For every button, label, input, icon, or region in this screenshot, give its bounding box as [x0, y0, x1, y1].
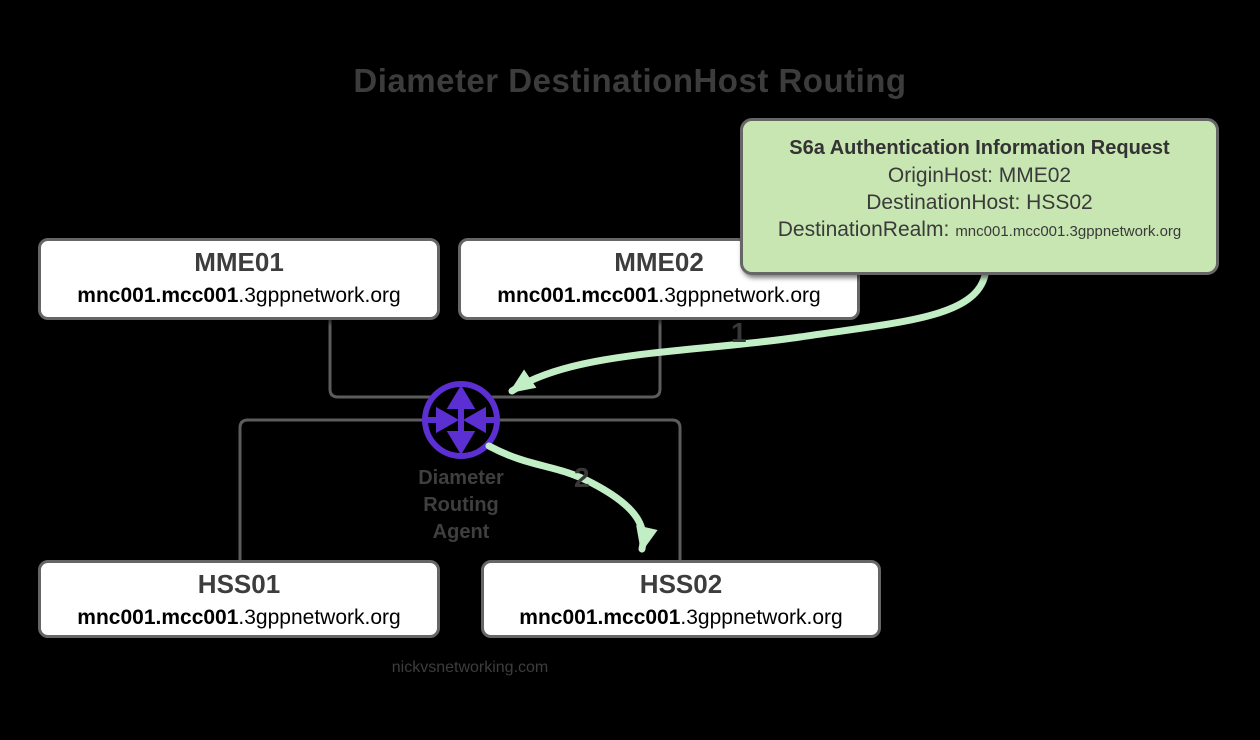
node-realm: mnc001.mcc001.3gppnetwork.org: [519, 606, 843, 629]
node-hss01: HSS01 mnc001.mcc001.3gppnetwork.org: [38, 560, 440, 638]
page-title: Diameter DestinationHost Routing: [353, 62, 907, 99]
router-arrow-left: [462, 406, 486, 434]
node-realm: mnc001.mcc001.3gppnetwork.org: [497, 284, 821, 307]
arrow-step1: [508, 271, 989, 395]
router-arrow-up: [446, 385, 476, 409]
node-hss02: HSS02 mnc001.mcc001.3gppnetwork.org: [481, 560, 881, 638]
callout-title: S6a Authentication Information Request: [789, 137, 1170, 159]
node-name: MME01: [194, 247, 284, 277]
footer-watermark: nickvsnetworking.com: [391, 659, 549, 676]
router-arrow-right: [436, 406, 460, 434]
arrow-step2: [485, 442, 658, 553]
node-name: HSS02: [639, 569, 723, 599]
arrow-1-label: 1: [731, 317, 747, 348]
arrow-2-label: 2: [574, 462, 590, 493]
node-realm: mnc001.mcc001.3gppnetwork.org: [77, 606, 401, 629]
node-name: HSS01: [197, 569, 281, 599]
diameter-routing-agent-icon: [422, 381, 500, 459]
node-realm: mnc001.mcc001.3gppnetwork.org: [77, 284, 401, 307]
callout-destination-realm: DestinationRealm:mnc001.mcc001.3gppnetwo…: [777, 218, 1182, 241]
router-arrow-down: [446, 431, 476, 455]
diameter-routing-agent-label: Diameter Routing Agent: [418, 467, 504, 543]
node-mme01: MME01 mnc001.mcc001.3gppnetwork.org: [38, 238, 440, 320]
connector-mme-bus: [328, 320, 662, 399]
callout-destination-host: DestinationHost: HSS02: [866, 191, 1093, 214]
callout-s6a-request: S6a Authentication Information Request O…: [740, 118, 1219, 275]
node-name: MME02: [614, 247, 704, 277]
callout-origin-host: OriginHost: MME02: [887, 164, 1072, 187]
